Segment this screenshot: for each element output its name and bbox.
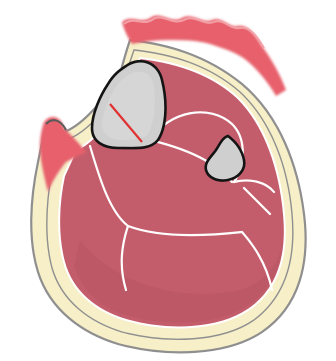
anatomy-illustration (0, 0, 336, 361)
diagram-canvas (0, 0, 336, 361)
